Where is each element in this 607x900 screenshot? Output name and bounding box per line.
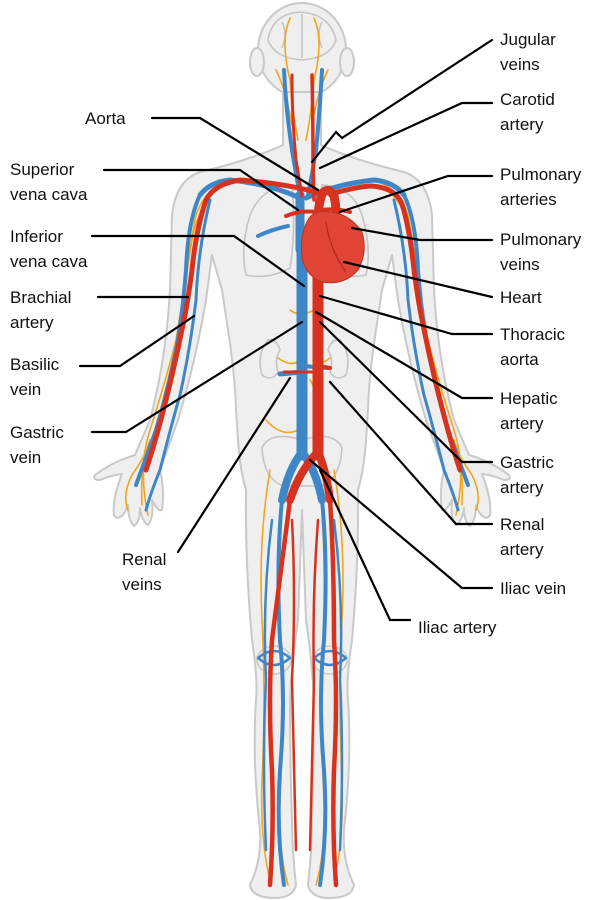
label-iliac-artery: Iliac artery xyxy=(418,618,497,637)
label-renal-veins: Renal veins xyxy=(122,550,171,594)
label-thoracic-aorta: Thoracic aorta xyxy=(500,325,570,369)
carotid-artery xyxy=(312,75,314,200)
label-aorta: Aorta xyxy=(85,109,126,128)
label-renal-artery: Renal artery xyxy=(500,515,549,559)
label-pulmonary-arteries: Pulmonary arteries xyxy=(500,165,586,209)
label-iliac-vein: Iliac vein xyxy=(500,579,566,598)
label-pulmonary-veins: Pulmonary veins xyxy=(500,230,586,274)
label-brachial-artery: Brachial artery xyxy=(10,288,76,332)
label-carotid-artery: Carotid artery xyxy=(500,90,560,134)
label-heart: Heart xyxy=(500,288,542,307)
label-inferior-vena-cava: Inferior vena cava xyxy=(10,227,88,271)
label-gastric-vein: Gastric vein xyxy=(10,423,69,467)
label-jugular-veins: Jugular veins xyxy=(500,30,561,74)
label-hepatic-artery: Hepatic artery xyxy=(500,389,562,433)
label-superior-vena-cava: Superior vena cava xyxy=(10,160,88,204)
label-basilic-vein: Basilic vein xyxy=(10,355,64,399)
